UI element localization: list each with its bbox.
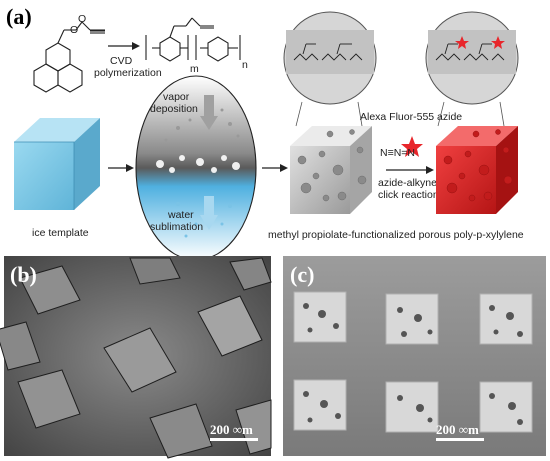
panel-c-label: (c) <box>290 262 314 287</box>
dye-star <box>401 136 423 157</box>
click-label-line1: azide-alkyne <box>378 177 437 189</box>
panel-b-label: (b) <box>10 262 37 287</box>
panel-a: (a) O O CVD polymerization <box>6 4 524 261</box>
functionalized-cube <box>436 126 518 214</box>
water-label: water <box>167 209 194 221</box>
ice-cube <box>14 118 100 210</box>
sublimation-label: sublimation <box>150 221 203 233</box>
svg-text:O: O <box>70 24 78 36</box>
click-label-line2: click reaction <box>378 189 439 201</box>
panel-c: (c) 200 ∞m <box>283 256 546 456</box>
product-label: methyl propiolate-functionalized porous … <box>268 229 524 241</box>
sem-squares-b <box>0 257 272 459</box>
porous-cube <box>290 126 372 214</box>
deposition-label: deposition <box>150 103 198 115</box>
sem-squares-c <box>293 291 533 433</box>
sem-pores-c <box>303 303 523 425</box>
subscript-n: n <box>242 59 248 71</box>
polymerization-label: polymerization <box>94 67 162 79</box>
panel-a-label: (a) <box>6 4 32 29</box>
scale-bar-b <box>210 438 258 441</box>
azide-formula: N≡N=N <box>380 147 415 159</box>
scale-text-c: 200 ∞m <box>436 422 479 437</box>
polymer-structure <box>145 17 241 62</box>
panel-b: (b) 200 ∞m <box>0 256 272 459</box>
subscript-m: m <box>190 63 199 75</box>
process-ellipse <box>135 75 257 261</box>
functionalized-zoom-callout <box>425 11 519 127</box>
dye-label: Alexa Fluor-555 azide <box>360 111 462 123</box>
monomer-structure <box>33 21 105 93</box>
svg-text:O: O <box>78 13 86 25</box>
polymer-zoom-callout <box>283 11 377 127</box>
cvd-label: CVD <box>110 55 133 67</box>
ice-template-label: ice template <box>32 227 89 239</box>
scale-bar-c <box>436 438 484 441</box>
scale-text-b: 200 ∞m <box>210 422 253 437</box>
vapor-label: vapor <box>163 91 190 103</box>
